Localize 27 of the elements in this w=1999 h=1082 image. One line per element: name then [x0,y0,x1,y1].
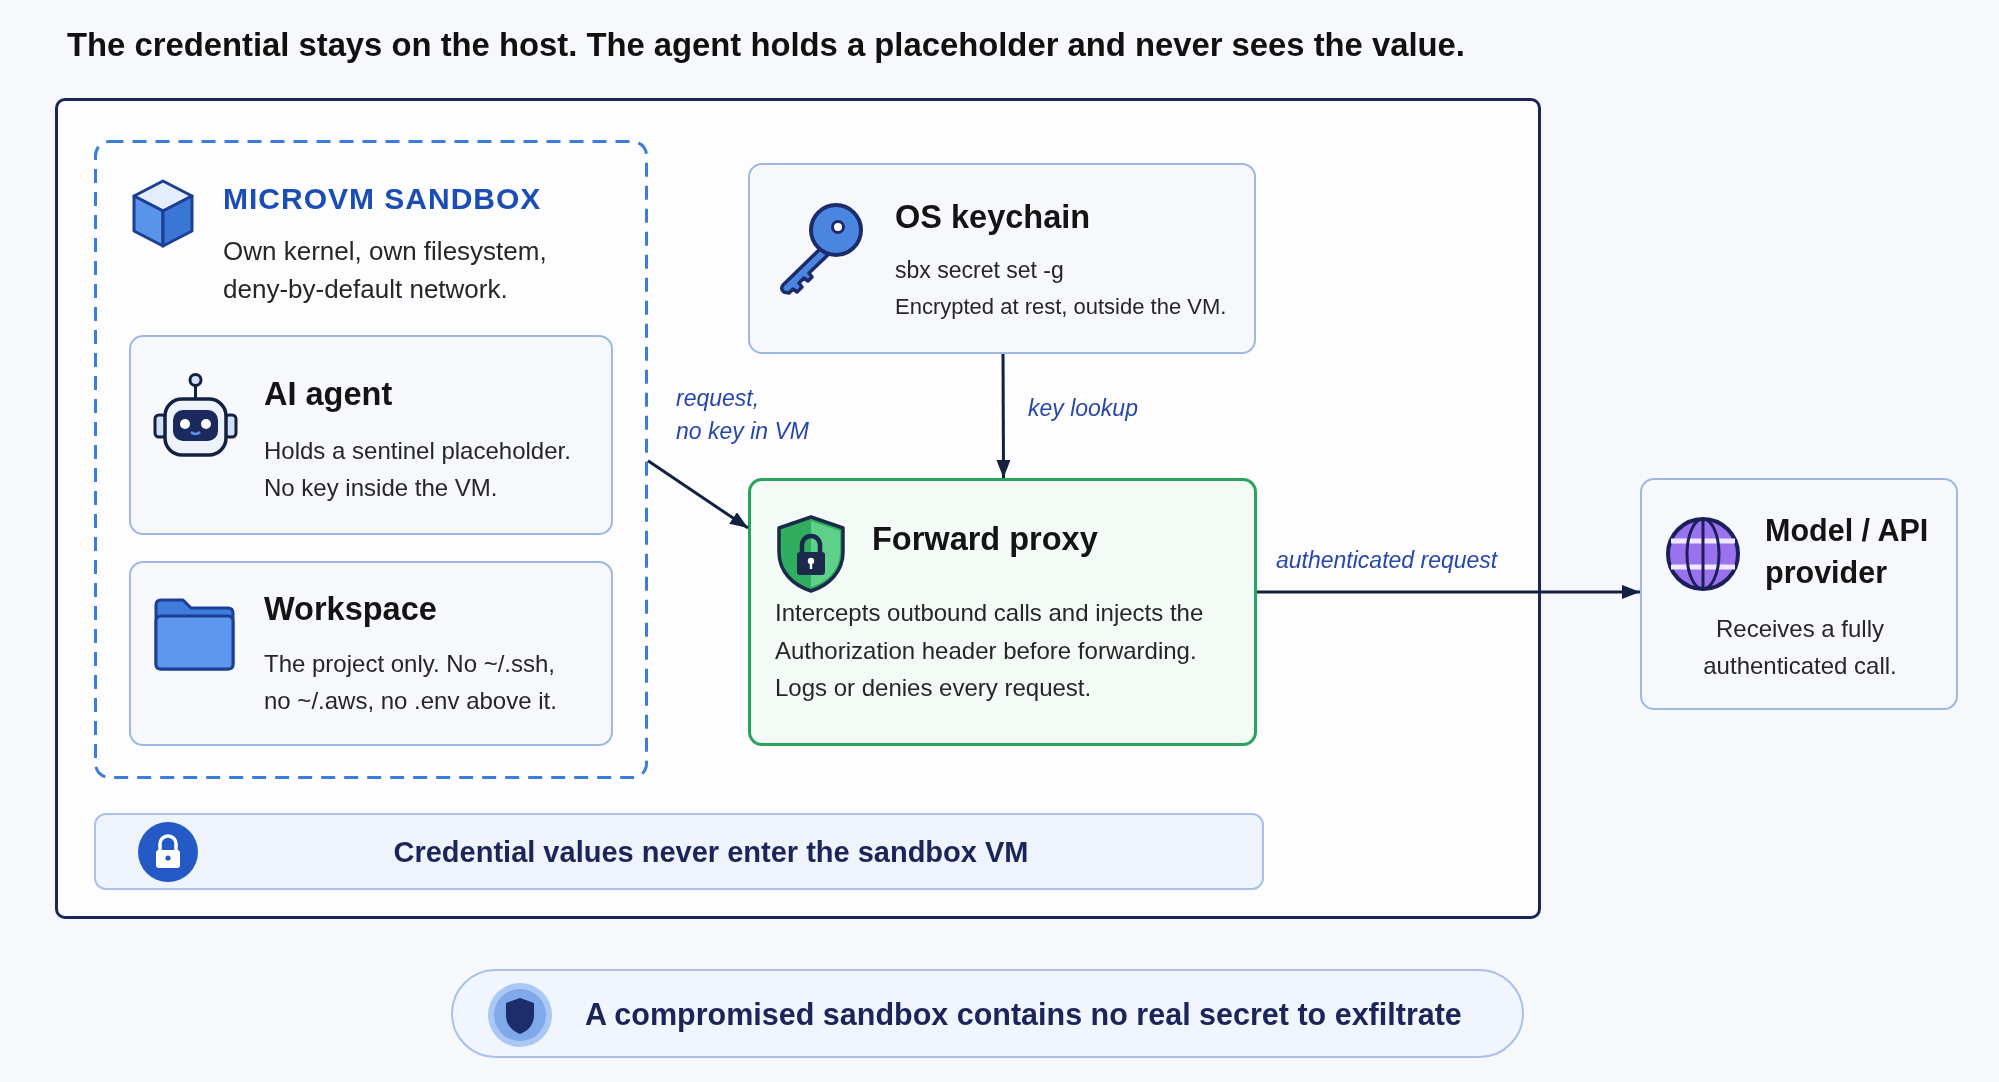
card-description: Encrypted at rest, outside the VM. [895,293,1228,321]
card-description: Intercepts outbound calls and injects the Authorization header before forwarding. Logs or denies every request. [775,598,1205,703]
command-text: sbx secret set -g [895,256,1065,285]
banner-text: Credential values never enter the sandbox VM [392,835,1030,869]
host-frame [55,98,1541,919]
info-banner [94,813,1264,890]
section-description: Own kernel, own filesystem, deny-by-default network. [223,235,548,306]
component-card [129,335,613,535]
section-title: MICROVM SANDBOX [223,182,543,216]
arrow [647,459,749,530]
card-title: AI agent [264,375,394,413]
proxy-card [748,478,1257,746]
component-card [129,561,613,746]
card-title: Workspace [264,590,438,628]
page-title: The credential stays on the host. The agent holds a placeholder and never sees the value. [67,25,1465,65]
sandbox-region [94,140,648,779]
component-card [1640,478,1958,710]
card-title: Model / API provider [1765,512,1930,592]
card-description: The project only. No ~/.ssh, no ~/.aws, no .env above it. [264,649,558,716]
card-description: Holds a sentinel placeholder. No key inside the VM. [264,436,572,503]
callout-text: A compromised sandbox contains no real secret to exfiltrate [585,996,1463,1032]
card-title: OS keychain [895,198,1092,236]
card-description: Receives a fully authenticated call. [1702,614,1898,681]
arrow [1257,584,1640,599]
component-card [748,163,1256,354]
card-title: Forward proxy [872,520,1099,558]
arrow [996,354,1011,478]
